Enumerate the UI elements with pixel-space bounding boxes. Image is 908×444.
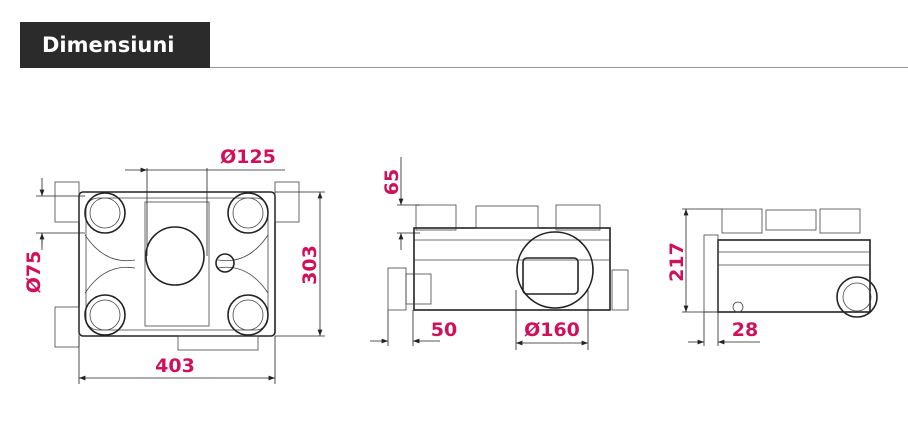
header-divider — [210, 67, 908, 68]
dim-depth: 303 — [299, 245, 321, 285]
end-view — [682, 208, 878, 346]
dim-end-offset: 28 — [732, 319, 758, 341]
port-icon — [84, 192, 269, 336]
section-title: Dimensiuni — [20, 22, 210, 68]
dim-port-height: 65 — [381, 169, 403, 195]
dim-height: 217 — [666, 242, 688, 282]
side-view — [370, 157, 629, 350]
dim-main-duct-diameter: Ø160 — [524, 319, 580, 341]
dim-side-offset: 50 — [431, 319, 457, 341]
dim-top-duct-diameter: Ø125 — [220, 146, 276, 168]
dim-side-port-diameter: Ø75 — [23, 251, 45, 294]
top-view — [36, 167, 325, 384]
dim-width: 403 — [155, 355, 195, 377]
